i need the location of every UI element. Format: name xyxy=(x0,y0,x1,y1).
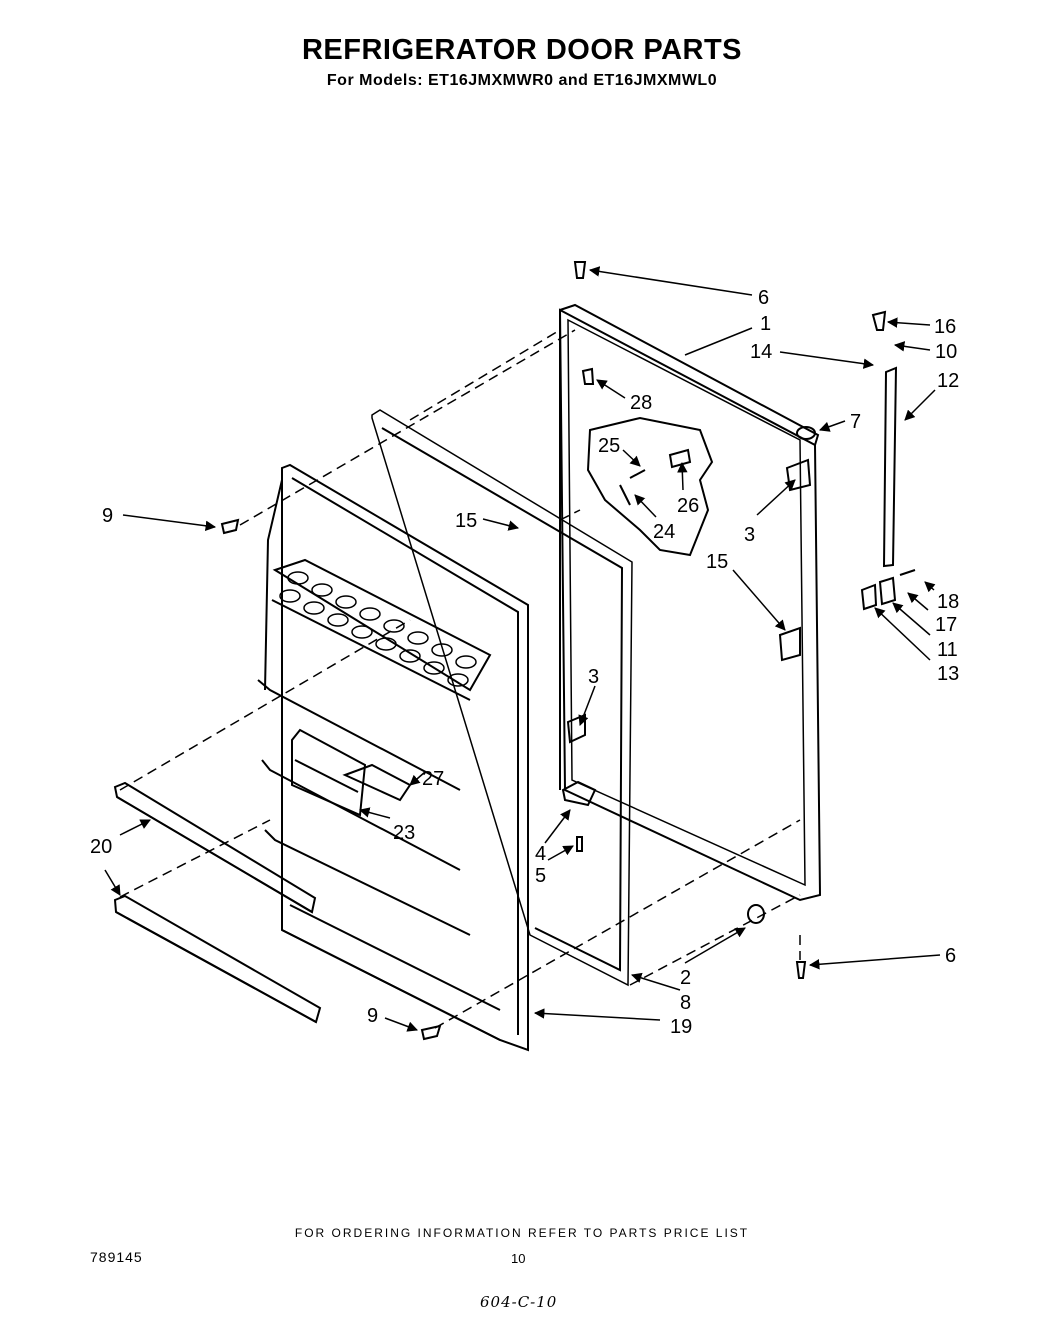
callout-1: 1 xyxy=(760,313,771,335)
callout-6-top: 6 xyxy=(758,287,769,309)
inset-hinge-detail xyxy=(586,416,714,557)
door-shelf-bar-upper xyxy=(113,781,317,914)
callout-11: 11 xyxy=(937,639,958,661)
callout-10: 10 xyxy=(935,341,957,363)
callout-6-bottom: 6 xyxy=(945,945,956,967)
callout-3-right: 3 xyxy=(744,524,755,546)
callout-2: 2 xyxy=(680,967,691,989)
page-number: 10 xyxy=(511,1251,526,1266)
document-code: 789145 xyxy=(90,1249,143,1265)
egg-cups xyxy=(279,571,477,687)
model-subtitle: For Models: ET16JMXMWR0 and ET16JMXMWL0 xyxy=(326,72,718,89)
callout-20: 20 xyxy=(90,836,112,858)
callout-4: 4 xyxy=(535,843,546,865)
ordering-note: FOR ORDERING INFORMATION REFER TO PARTS … xyxy=(294,1226,750,1240)
callout-18: 18 xyxy=(937,591,959,613)
inner-door-liner xyxy=(264,463,529,1052)
callout-19: 19 xyxy=(670,1016,692,1038)
door-gasket xyxy=(371,409,633,987)
door-shelf-bar-lower xyxy=(113,894,322,1024)
outer-door-panel xyxy=(558,303,822,902)
handwritten-reference: 604-C-10 xyxy=(480,1293,558,1311)
leader-lines xyxy=(104,266,941,1032)
hinge-bracket-mid xyxy=(778,626,801,662)
callout-3-center: 3 xyxy=(588,666,599,688)
callout-24: 24 xyxy=(653,521,675,543)
callout-9-lower: 9 xyxy=(367,1005,378,1027)
screws-and-washers xyxy=(220,261,887,1041)
callout-12: 12 xyxy=(937,370,959,392)
callout-7: 7 xyxy=(850,411,861,433)
butter-compartment-door xyxy=(291,728,412,817)
callout-13: 13 xyxy=(937,663,959,685)
door-closer-rod xyxy=(882,366,898,568)
callout-26: 26 xyxy=(677,495,699,517)
hinge-bracket-top xyxy=(785,458,812,492)
callout-15-left: 15 xyxy=(455,510,477,532)
callout-23: 23 xyxy=(393,822,415,844)
callout-16: 16 xyxy=(934,316,956,338)
callout-9-upper: 9 xyxy=(102,505,113,527)
assembly-lines xyxy=(119,329,801,1029)
callout-14: 14 xyxy=(750,341,772,363)
callout-5: 5 xyxy=(535,865,546,887)
callout-25: 25 xyxy=(598,435,620,457)
liner-egg-tray xyxy=(271,558,492,701)
page-title: REFRIGERATOR DOOR PARTS xyxy=(301,34,743,66)
callout-8: 8 xyxy=(680,992,691,1014)
callout-27: 27 xyxy=(422,768,444,790)
callout-labels: 6 1 16 14 10 12 28 7 25 26 9 15 24 3 15 … xyxy=(90,287,959,1038)
callout-28: 28 xyxy=(630,392,652,414)
stop-bracket-parts xyxy=(860,569,916,611)
liner-shelf-ledges xyxy=(257,679,501,1011)
callout-17: 17 xyxy=(935,614,957,636)
callout-15-right: 15 xyxy=(706,551,728,573)
